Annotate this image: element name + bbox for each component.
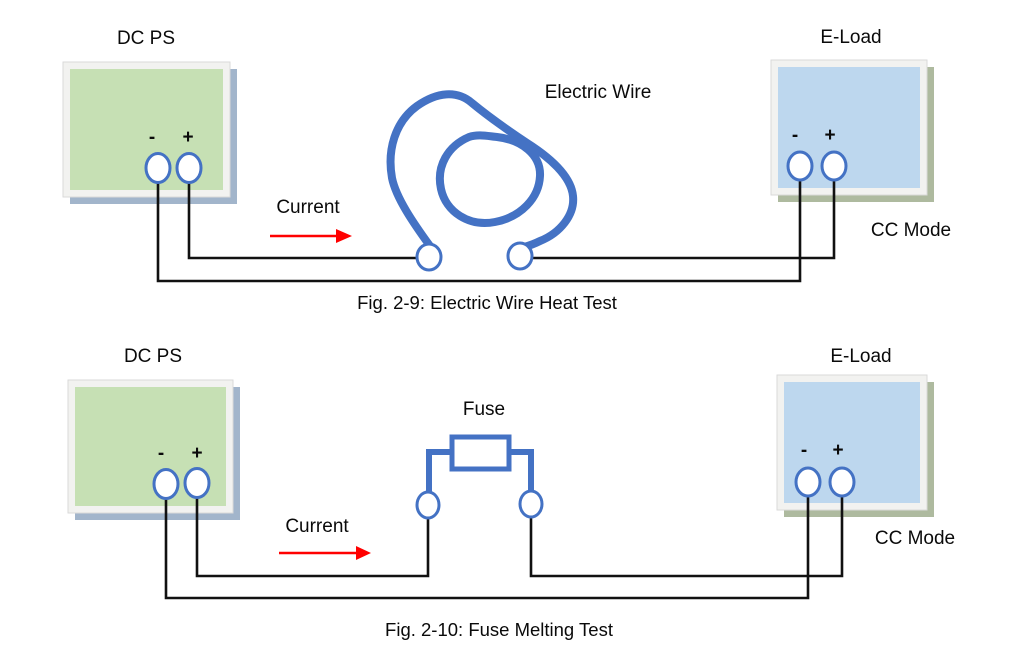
eload-positive-terminal (820, 150, 848, 182)
electric-wire-coil-inner (435, 131, 544, 227)
dcps-positive-terminal (175, 152, 203, 184)
eload-negative-terminal (794, 466, 822, 498)
wire-connector-left (415, 242, 443, 272)
fig1-caption: Fig. 2-9: Electric Wire Heat Test (357, 292, 617, 313)
return-wire (156, 176, 802, 283)
fuse-lead-left (426, 449, 452, 493)
positive-wire-right (529, 490, 844, 578)
fig1-dcps-title: DC PS (116, 28, 176, 49)
current-arrow-icon (270, 229, 352, 243)
fig1-eload-title: E-Load (820, 27, 882, 48)
return-wire (164, 490, 810, 600)
electric-wire-coil-outer (386, 90, 578, 251)
fig2-eload-minus-label: - (800, 440, 808, 461)
dcps-negative-terminal (152, 468, 180, 500)
fig2-eload-plus-label: + (832, 440, 844, 461)
fig1-eload-plus-label: + (824, 125, 836, 146)
current-arrow-icon (279, 546, 371, 560)
fig1-dcps-minus-label: - (148, 127, 156, 148)
fig2-dcps-plus-label: + (191, 443, 203, 464)
fig1-component-label: Electric Wire (544, 82, 652, 103)
wire-connector-left (415, 490, 441, 520)
fig1-current-label: Current (276, 197, 340, 218)
fuse-lead-right (509, 449, 534, 492)
fig2-component-label: Fuse (462, 399, 506, 420)
positive-wire-left (187, 176, 417, 260)
fig2-eload-title: E-Load (830, 346, 892, 367)
eload-positive-terminal (828, 466, 856, 498)
fig2-group (67, 374, 934, 600)
fig1-dcps-plus-label: + (182, 127, 194, 148)
positive-wire-right (532, 176, 836, 260)
fig1-cc-mode-label: CC Mode (870, 220, 952, 241)
fig2-dcps-minus-label: - (157, 443, 165, 464)
dcps-negative-terminal (144, 152, 172, 184)
fig2-dcps-title: DC PS (123, 346, 183, 367)
fig2-caption: Fig. 2-10: Fuse Melting Test (385, 619, 613, 640)
positive-wire-left (195, 492, 430, 578)
fig2-current-label: Current (285, 516, 349, 537)
dcps-positive-terminal (183, 467, 211, 499)
wire-connector-right (518, 489, 544, 519)
fig2-cc-mode-label: CC Mode (874, 528, 956, 549)
fig1-group (62, 59, 934, 283)
wire-connector-right (506, 241, 534, 271)
fuse-body (449, 434, 512, 472)
eload-negative-terminal (786, 150, 814, 182)
fig1-eload-minus-label: - (791, 125, 799, 146)
